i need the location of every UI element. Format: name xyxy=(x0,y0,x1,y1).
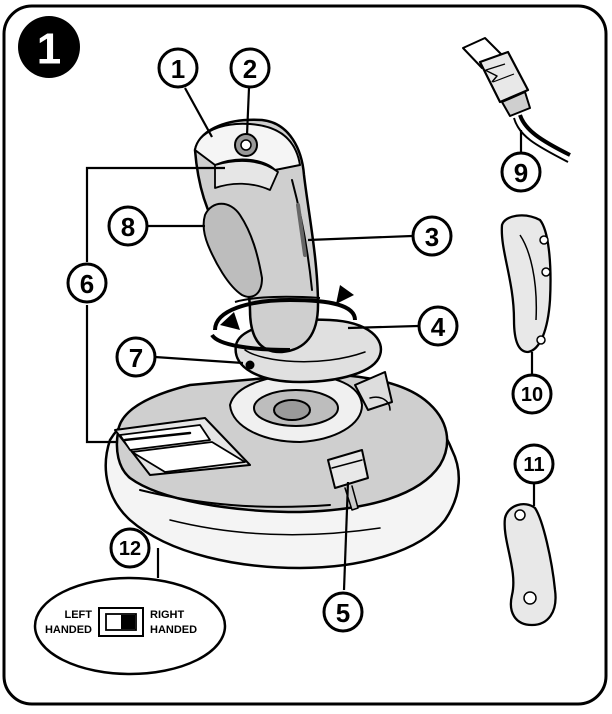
svg-text:1: 1 xyxy=(171,54,185,84)
svg-text:9: 9 xyxy=(514,158,528,188)
svg-text:11: 11 xyxy=(523,454,544,476)
switch-left-label-1: LEFT xyxy=(65,609,93,621)
figure-number: 1 xyxy=(37,25,61,74)
svg-text:8: 8 xyxy=(121,212,135,242)
svg-text:2: 2 xyxy=(243,54,257,84)
switch-left-label-2: HANDED xyxy=(45,624,92,636)
svg-text:4: 4 xyxy=(431,312,446,342)
switch-right-label-1: RIGHT xyxy=(150,609,185,621)
callout-12: 12 xyxy=(111,529,149,567)
handedness-switch[interactable] xyxy=(99,608,143,636)
callout-5: 5 xyxy=(324,593,362,631)
callout-7: 7 xyxy=(117,338,155,376)
svg-text:6: 6 xyxy=(80,269,94,299)
svg-text:12: 12 xyxy=(119,538,141,560)
callout-3: 3 xyxy=(413,217,451,255)
switch-right-label-2: HANDED xyxy=(150,624,197,636)
svg-text:5: 5 xyxy=(336,598,350,628)
callout-11: 11 xyxy=(515,445,553,483)
callout-8: 8 xyxy=(109,207,147,245)
svg-text:7: 7 xyxy=(129,343,143,373)
callout-9: 9 xyxy=(502,153,540,191)
callout-2: 2 xyxy=(231,49,269,87)
handedness-switch-panel: LEFT HANDED RIGHT HANDED xyxy=(35,578,225,674)
callout-4: 4 xyxy=(419,307,457,345)
callout-6: 6 xyxy=(68,264,106,302)
svg-text:10: 10 xyxy=(521,384,543,406)
svg-text:3: 3 xyxy=(425,222,439,252)
figure-badge: 1 xyxy=(18,16,80,78)
callout-1: 1 xyxy=(159,49,197,87)
callout-10: 10 xyxy=(513,375,551,413)
joystick-base xyxy=(106,372,459,568)
